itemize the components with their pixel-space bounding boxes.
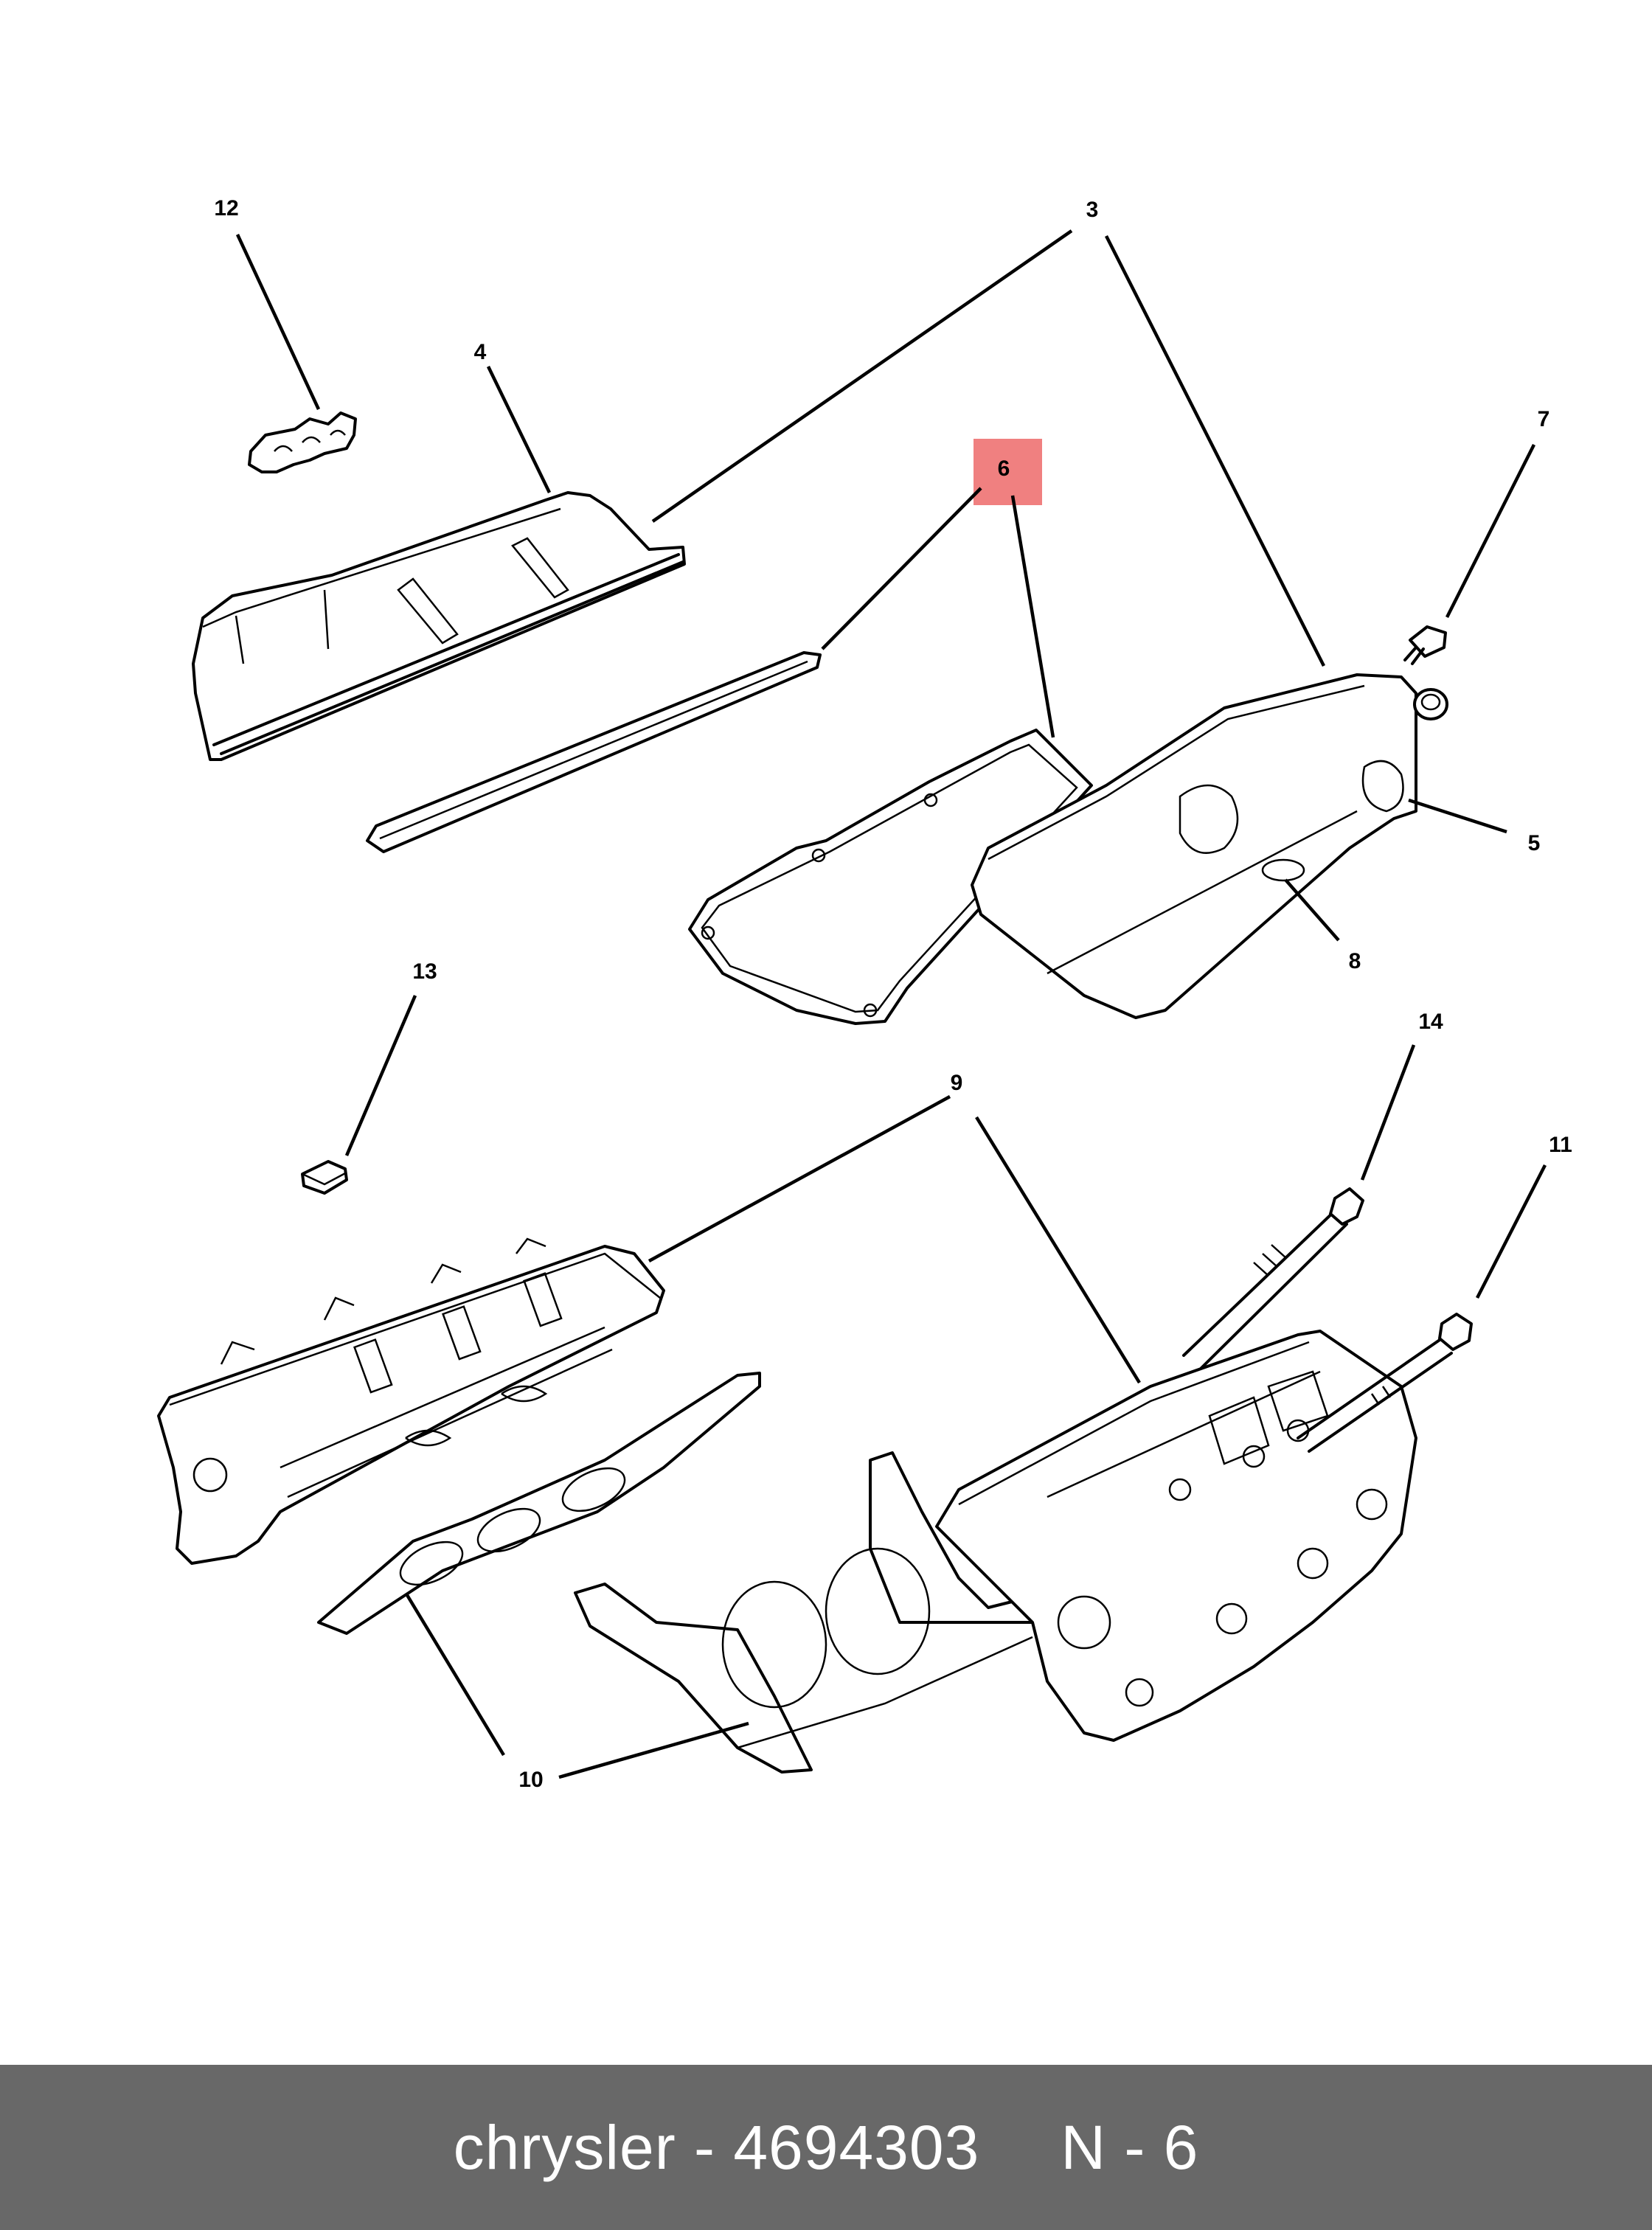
part-8-grommet: [1261, 858, 1305, 882]
part-10-left-head-gasket: [317, 1372, 761, 1635]
footer-reference: N - 6: [1061, 2112, 1199, 2182]
part-3-right-valve-cover: [971, 673, 1417, 1019]
callout-14: 14: [1418, 1010, 1443, 1034]
callout-4: 4: [474, 340, 487, 364]
part-7-bolt: [1403, 625, 1447, 665]
part-6-right-gasket: [688, 729, 1093, 1025]
callout-6: 6: [998, 456, 1010, 481]
part-9-right-cylinder-head: [935, 1330, 1417, 1742]
part-11-head-bolt: [1297, 1313, 1473, 1453]
callout-5: 5: [1528, 831, 1541, 855]
part-14-head-bolt: [1182, 1187, 1364, 1370]
callout-12: 12: [214, 196, 238, 220]
footer-bar: chrysler - 4694303 N - 6: [0, 2065, 1652, 2230]
callout-10: 10: [518, 1768, 543, 1792]
part-9-left-cylinder-head: [157, 1237, 665, 1565]
callout-6-highlight: [974, 439, 1042, 505]
parts-diagram: 12 3 4 6 7 5 8 13 14 9 11 10: [157, 196, 1572, 1792]
callout-9: 9: [951, 1071, 963, 1095]
footer-brand-part-number: chrysler - 4694303: [453, 2112, 980, 2182]
callout-8: 8: [1349, 949, 1361, 973]
part-5-filler-cap: [1413, 688, 1448, 720]
callout-3: 3: [1086, 198, 1099, 222]
leader-lines: [235, 229, 1547, 1779]
part-13-plug: [301, 1160, 348, 1195]
callout-11: 11: [1549, 1133, 1572, 1157]
callout-labels: 12 3 4 6 7 5 8 13 14 9 11 10: [214, 196, 1572, 1792]
callout-7: 7: [1538, 407, 1550, 431]
part-4-left-valve-cover: [192, 491, 686, 761]
part-12-clip: [248, 411, 357, 473]
part-10-right-head-gasket: [574, 1451, 1041, 1774]
part-6-left-gasket: [366, 651, 822, 853]
callout-13: 13: [412, 959, 437, 984]
